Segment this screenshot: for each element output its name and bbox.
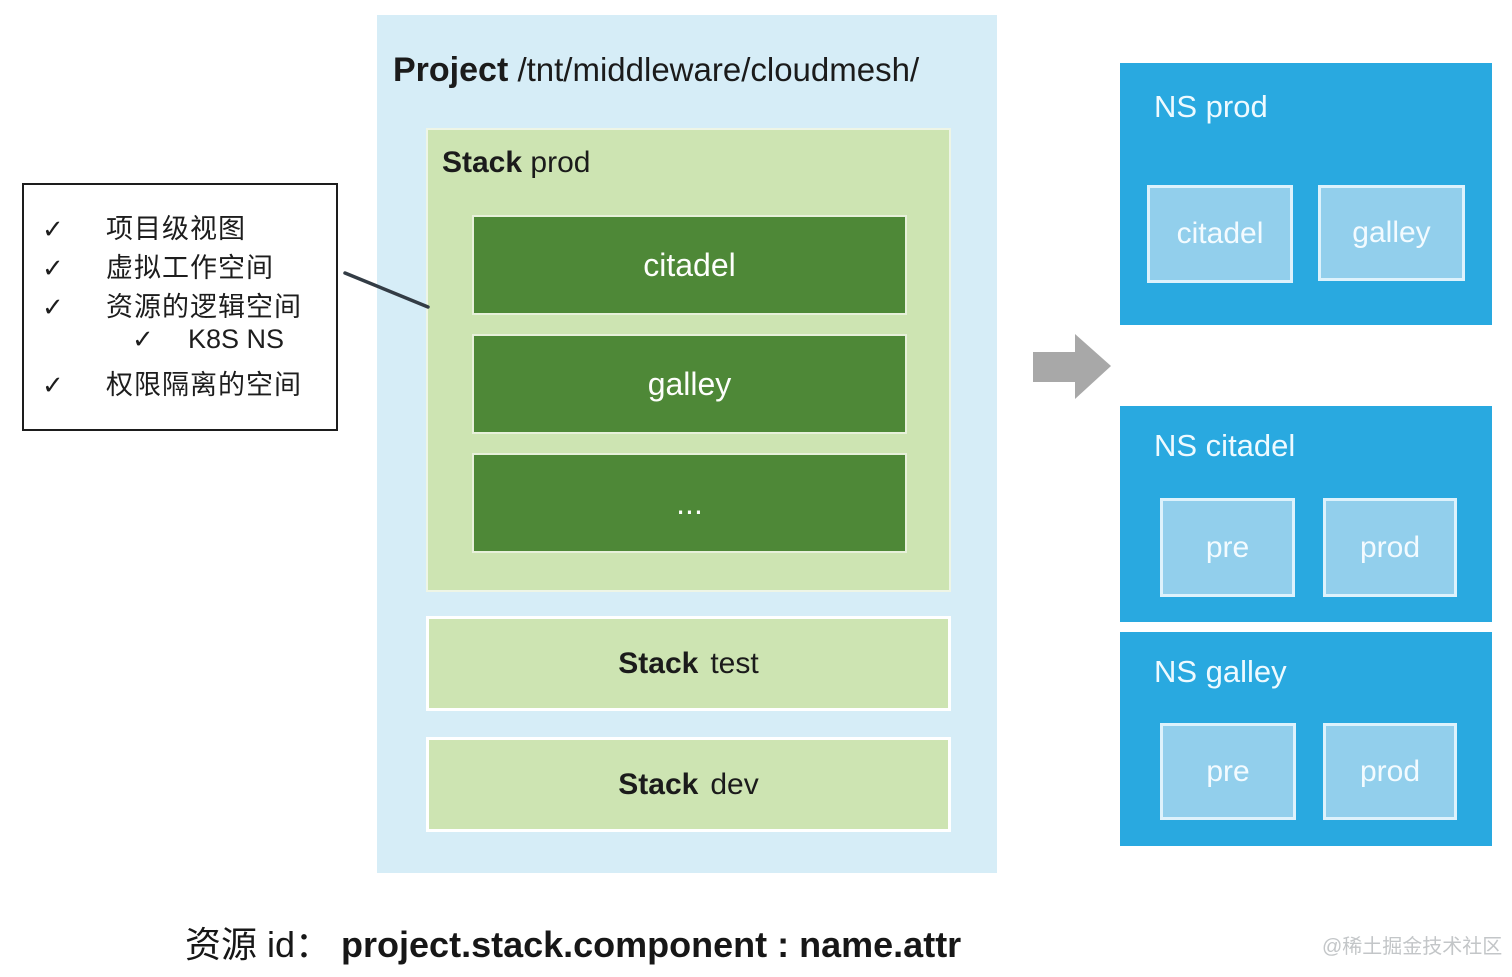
- project-title: Project /tnt/middleware/cloudmesh/: [393, 51, 919, 90]
- ns-galley-child-pre: pre: [1160, 723, 1296, 820]
- stack-test-box: Stack test: [426, 616, 951, 711]
- checkmark-icon: ✓: [42, 292, 64, 322]
- component-label: galley: [647, 365, 732, 402]
- caption-prefix: 资源 id：: [185, 924, 332, 965]
- component-label: citadel: [643, 246, 736, 283]
- ns-prod-box: NS prod citadel galley: [1120, 63, 1492, 325]
- ns-prod-title: NS prod: [1154, 89, 1268, 124]
- stack-name: dev: [710, 767, 759, 801]
- annotation-item: ✓ 权限隔离的空间: [42, 363, 326, 402]
- component-citadel: citadel: [472, 215, 907, 315]
- caption-formula: project.stack.component : name.attr: [341, 924, 962, 965]
- annotation-item: ✓ 项目级视图: [42, 207, 326, 246]
- ns-galley-box: NS galley pre prod: [1120, 632, 1492, 846]
- stack-keyword: Stack: [618, 646, 699, 680]
- annotation-label: 资源的逻辑空间: [106, 292, 302, 322]
- ns-galley-title: NS galley: [1154, 654, 1287, 689]
- ns-prod-child-citadel: citadel: [1147, 185, 1293, 283]
- annotation-box: ✓ 项目级视图 ✓ 虚拟工作空间 ✓ 资源的逻辑空间 ✓ K8S NS ✓ 权限…: [22, 183, 338, 431]
- ns-child-label: citadel: [1176, 217, 1264, 250]
- annotation-label: 项目级视图: [106, 214, 246, 244]
- ns-citadel-child-prod: prod: [1323, 498, 1457, 597]
- project-container: Project /tnt/middleware/cloudmesh/ Stack…: [377, 15, 997, 873]
- annotation-label: K8S NS: [188, 324, 285, 354]
- ns-prod-child-galley: galley: [1318, 185, 1465, 281]
- stack-name: prod: [530, 146, 591, 179]
- ns-child-label: prod: [1359, 754, 1421, 788]
- checkmark-icon: ✓: [42, 370, 64, 400]
- checkmark-icon: ✓: [42, 253, 64, 283]
- stack-keyword: Stack: [618, 767, 699, 801]
- annotation-item: ✓ 资源的逻辑空间: [42, 285, 326, 324]
- stack-keyword: Stack: [442, 146, 523, 179]
- ns-citadel-title: NS citadel: [1154, 428, 1296, 463]
- component-galley: galley: [472, 334, 907, 434]
- stack-prod-title: Stack prod: [442, 146, 590, 180]
- annotation-item-indented: ✓ K8S NS: [42, 324, 326, 363]
- checkmark-icon: ✓: [132, 324, 154, 354]
- stack-dev-box: Stack dev: [426, 737, 951, 832]
- stack-name: test: [710, 646, 759, 680]
- ns-child-label: pre: [1205, 530, 1250, 564]
- checkmark-icon: ✓: [42, 214, 64, 244]
- project-path: /tnt/middleware/cloudmesh/: [517, 51, 920, 88]
- ns-child-label: prod: [1359, 530, 1421, 564]
- stack-prod-box: Stack prod citadel galley ...: [426, 128, 951, 592]
- right-arrow-icon: [1033, 334, 1111, 399]
- watermark-text: @稀土掘金技术社区: [1322, 936, 1503, 958]
- annotation-label: 权限隔离的空间: [106, 370, 302, 400]
- resource-id-caption: 资源 id： project.stack.component : name.at…: [185, 916, 961, 968]
- ns-galley-child-prod: prod: [1323, 723, 1457, 820]
- ns-citadel-box: NS citadel pre prod: [1120, 406, 1492, 622]
- ns-child-label: galley: [1352, 216, 1431, 249]
- ns-child-label: pre: [1206, 754, 1250, 788]
- project-title-keyword: Project: [393, 51, 509, 89]
- component-ellipsis: ...: [472, 453, 907, 553]
- ns-citadel-child-pre: pre: [1160, 498, 1295, 597]
- component-label: ...: [676, 484, 703, 521]
- annotation-item: ✓ 虚拟工作空间: [42, 246, 326, 285]
- annotation-label: 虚拟工作空间: [106, 253, 274, 283]
